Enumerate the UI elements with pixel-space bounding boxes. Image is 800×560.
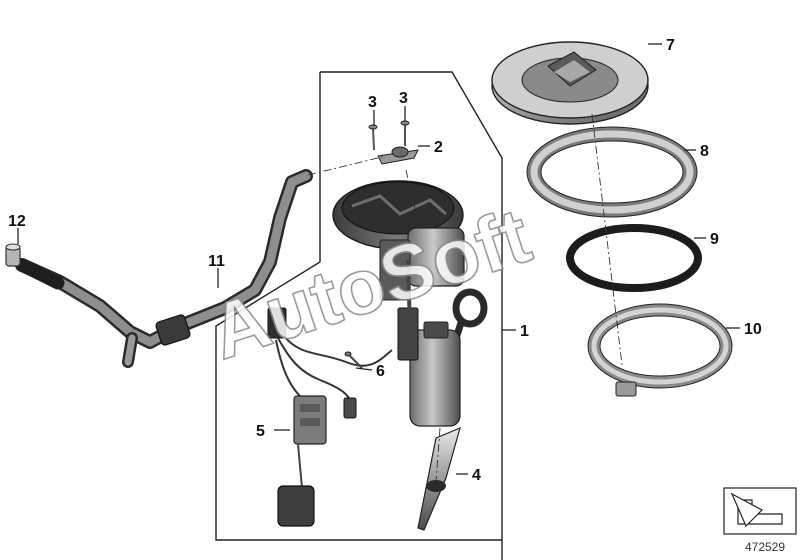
clamp-part-2: [377, 146, 419, 165]
callout-2: 2: [434, 139, 443, 156]
filter-part-4: [417, 426, 461, 531]
callout-1: 1: [520, 323, 529, 340]
ring-part-8: [526, 126, 698, 218]
fuel-line-part-11: [15, 169, 313, 368]
assembly-frame-1: [215, 71, 503, 560]
reference-number: 472529: [744, 540, 786, 554]
callout-3b: 3: [399, 90, 408, 107]
leader-lines: [17, 43, 740, 475]
clip-part-6: [344, 351, 363, 369]
cap-part-12: [5, 243, 21, 267]
callout-8: 8: [700, 143, 709, 160]
gasket-part-9: [566, 224, 702, 292]
callout-7: 7: [666, 37, 675, 54]
callout-11: 11: [208, 253, 225, 270]
direction-arrow-icon: [723, 487, 797, 535]
screws-part-3: [368, 120, 410, 151]
callout-6: 6: [376, 363, 385, 380]
level-sensor-part-5: [277, 395, 327, 527]
ring-part-10: [587, 303, 733, 397]
assembly-axis-lines: [307, 113, 623, 483]
wiring-harness: [267, 307, 393, 419]
callout-3a: 3: [368, 94, 377, 111]
callout-4: 4: [472, 467, 481, 484]
cover-part-7: [491, 41, 649, 125]
callout-10: 10: [744, 321, 762, 338]
fuel-pump-module-part-1: [332, 180, 488, 427]
callout-12: 12: [8, 213, 26, 230]
callout-labels: 3 3 2 1 4 5 6 7 8 9 10 11 12: [8, 37, 762, 484]
callout-5: 5: [256, 423, 265, 440]
callout-9: 9: [710, 231, 719, 248]
